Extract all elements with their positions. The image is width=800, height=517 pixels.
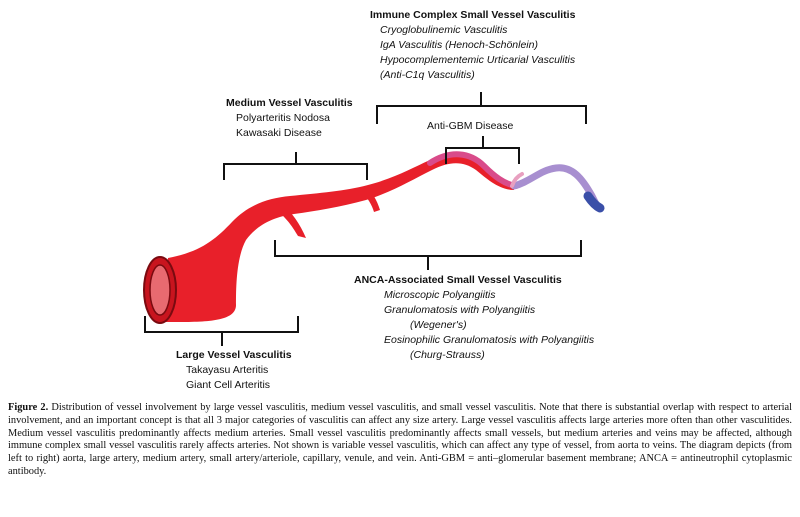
immune-complex-item: IgA Vasculitis (Henoch-Schönlein) [380,39,538,51]
brackets [144,92,587,346]
large-vessel-label: Large Vessel Vasculitis Takayasu Arterit… [176,348,292,393]
large-artery-branch [270,202,306,238]
caption-text: Distribution of vessel involvement by la… [8,402,792,477]
immune-complex-bracket [376,92,587,124]
immune-complex-item: (Anti-C1q Vasculitis) [380,69,475,81]
medium-vessel-item: Kawasaki Disease [236,127,322,139]
immune-complex-item: Hypocomplementemic Urticarial Vasculitis [380,54,576,66]
anca-bracket [274,240,582,270]
large-vessel-title: Large Vessel Vasculitis [176,349,292,361]
anca-label: ANCA-Associated Small Vessel Vasculitis … [354,273,594,363]
medium-vessel-label: Medium Vessel Vasculitis Polyarteritis N… [226,96,353,141]
immune-complex-title: Immune Complex Small Vessel Vasculitis [370,9,576,21]
anca-title: ANCA-Associated Small Vessel Vasculitis [354,274,562,286]
large-vessel-item: Giant Cell Arteritis [186,379,271,391]
anti-gbm-bracket [445,136,520,164]
vasculitis-vessel-diagram [143,92,605,346]
vessel-illustration [143,151,605,324]
figure-caption: Figure 2. Distribution of vessel involve… [8,402,792,479]
immune-complex-label: Immune Complex Small Vessel Vasculitis C… [370,8,575,83]
capillary-segment [427,151,519,189]
vein-segment [583,191,605,213]
anca-item: (Churg-Strauss) [410,349,485,361]
caption-label: Figure 2. [8,402,49,413]
medium-vessel-item: Polyarteritis Nodosa [236,112,330,124]
medium-vessel-title: Medium Vessel Vasculitis [226,97,353,109]
venule-branch [510,172,524,188]
anca-item: Eosinophilic Granulomatosis with Polyang… [384,334,595,346]
anca-item: Microscopic Polyangiitis [384,289,496,301]
aorta-shape [160,154,514,322]
medium-vessel-bracket [223,152,368,180]
anca-item: (Wegener's) [410,319,467,331]
anti-gbm-label: Anti-GBM Disease [427,120,514,132]
anca-item: Granulomatosis with Polyangiitis [384,304,536,316]
large-vessel-bracket [144,316,299,346]
immune-complex-item: Cryoglobulinemic Vasculitis [380,24,508,36]
small-artery-branch [360,186,380,212]
aorta-lumen [149,264,171,316]
large-vessel-item: Takayasu Arteritis [186,364,269,376]
venule-segment [510,164,602,212]
